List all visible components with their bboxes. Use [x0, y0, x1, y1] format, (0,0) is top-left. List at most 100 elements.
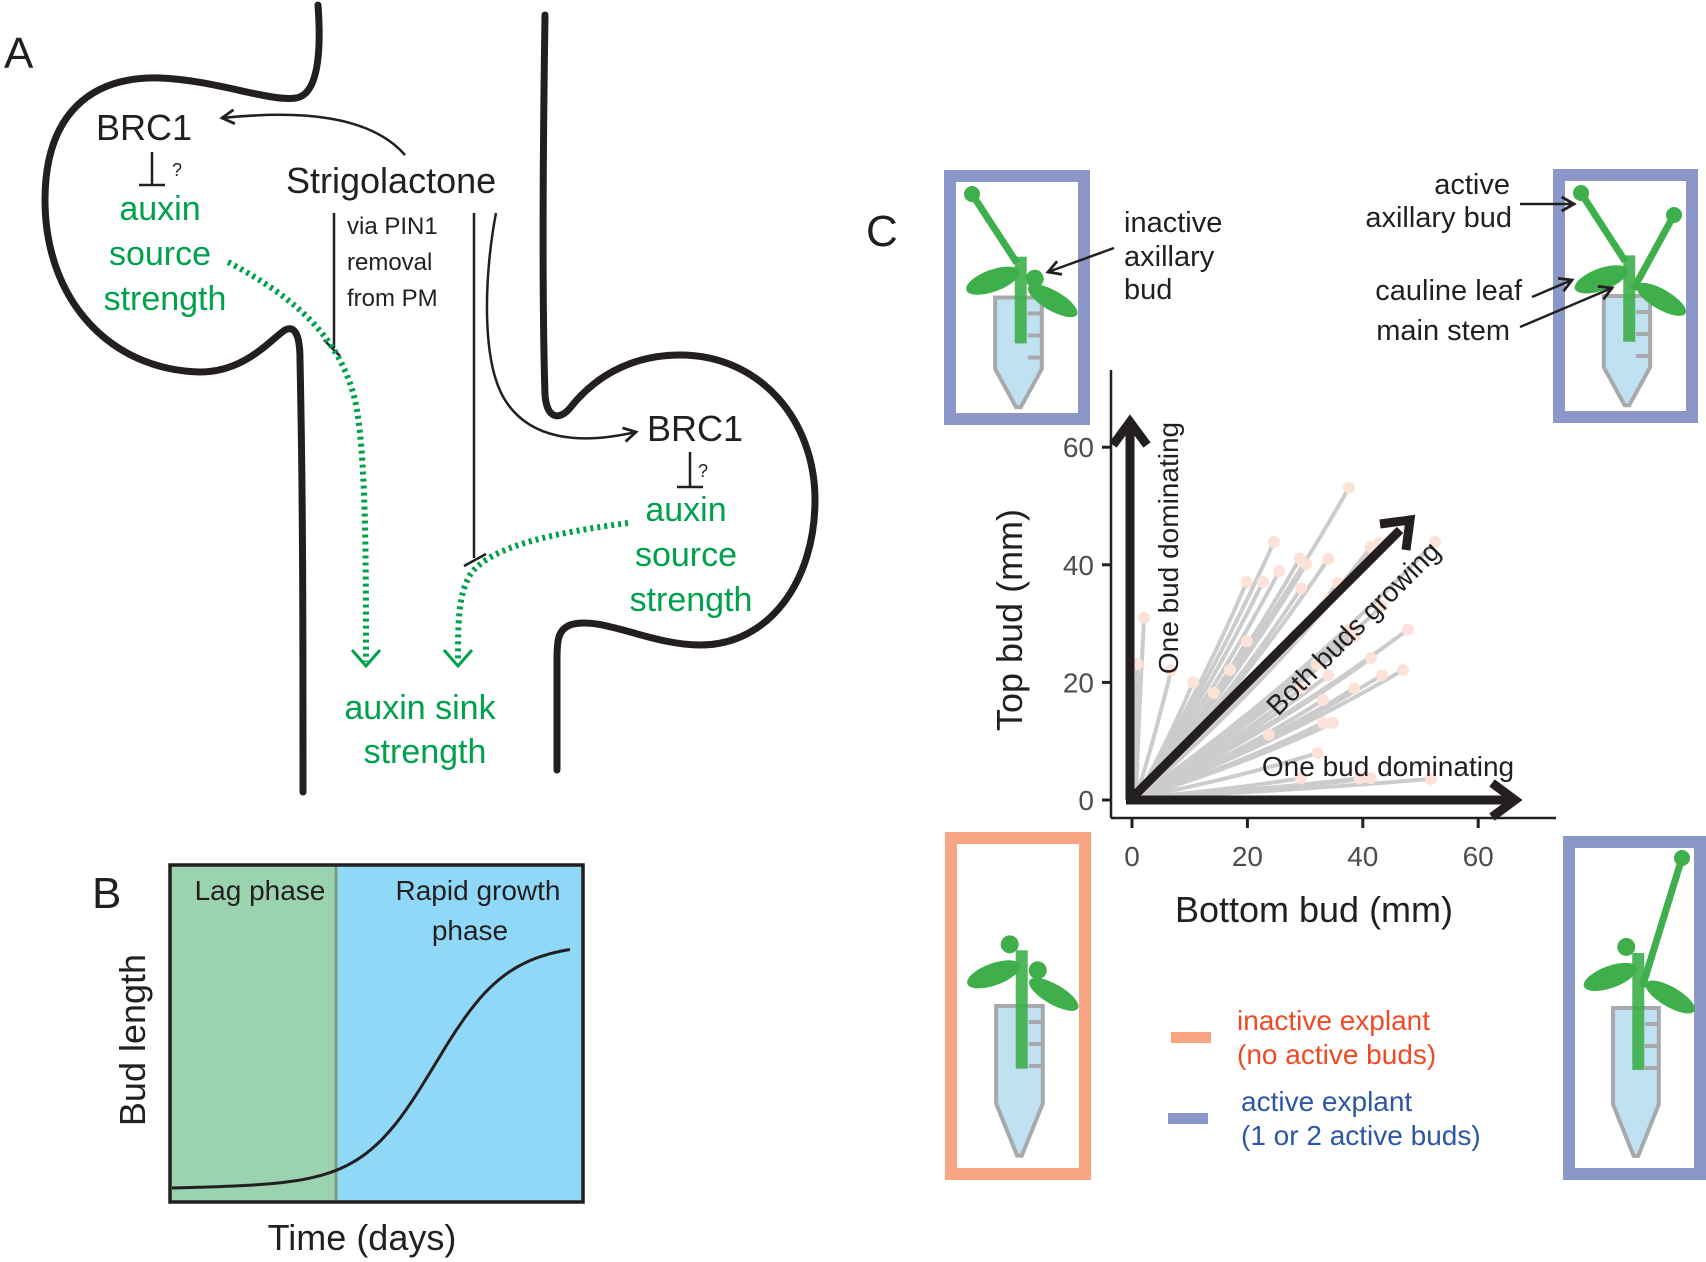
horizontal-arrow-label: One bud dominating — [1262, 751, 1514, 782]
trajectory-line — [1135, 733, 1270, 800]
main-stem-label: main stem — [1376, 315, 1510, 347]
cauline-leaf-pointer — [1531, 276, 1575, 299]
trajectory-line — [1134, 617, 1147, 799]
data-point — [1311, 746, 1324, 759]
pin1-inhibit-bar — [323, 339, 341, 357]
branch-icon — [969, 192, 1020, 265]
left-source-line-2: source — [109, 235, 211, 273]
x-tick-label: 40 — [1347, 841, 1378, 872]
data-point — [1267, 535, 1280, 548]
right-brc1: BRC1 — [647, 408, 743, 449]
horizontal-arrowhead — [1489, 779, 1523, 821]
data-point — [1348, 682, 1361, 695]
data-point — [1207, 686, 1220, 699]
legend: inactive explant (no active buds) active… — [1168, 1005, 1481, 1151]
left-auxin-flow-arrowhead — [350, 649, 382, 669]
trajectory-line — [1135, 751, 1319, 800]
rapid-phase-label-2: phase — [432, 915, 508, 946]
legend-swatch-inactive — [1171, 1032, 1211, 1043]
inactive-bud-icon — [1028, 961, 1047, 980]
data-point — [1273, 565, 1286, 578]
data-point — [1165, 664, 1178, 677]
panel-b: B Lag phase Rapid growth phase Bud lengt… — [92, 863, 585, 1258]
main-stem-icon — [1015, 950, 1028, 1069]
cauline-leaf-icon — [967, 960, 1021, 989]
strigolactone-to-left-brc1-arrow — [219, 108, 406, 156]
cauline-leaf-icon — [1583, 962, 1637, 992]
panel-label-a: A — [4, 29, 34, 78]
explant-top-left — [944, 170, 1090, 425]
right-inhibit-bar — [463, 552, 487, 568]
trajectory-line — [1135, 686, 1303, 800]
cauline-leaf-icon — [1027, 284, 1078, 318]
left-bud-outline — [41, 1, 323, 796]
panel-a: A BRC1 ? auxin source strength Strigolac… — [4, 1, 819, 796]
data-point — [1424, 772, 1437, 785]
pin1-note-line-2: removal — [347, 249, 432, 276]
data-point — [1310, 658, 1323, 671]
trajectory-line — [1135, 721, 1334, 800]
inactive-bud-icon — [1617, 937, 1636, 956]
data-point — [1316, 694, 1329, 707]
legend-active-line-2: (1 or 2 active buds) — [1241, 1120, 1481, 1151]
growth-curve — [171, 948, 571, 1190]
data-point — [1348, 629, 1361, 642]
left-auxin-flow-arrow — [226, 259, 369, 663]
data-point — [1397, 664, 1410, 677]
data-point — [1187, 676, 1200, 689]
active-bud-label-2: axillary bud — [1365, 202, 1512, 234]
legend-swatch-active — [1168, 1113, 1208, 1124]
bud-icon — [964, 186, 980, 202]
cauline-leaf-icon — [1636, 282, 1686, 316]
explant-bottom-left — [945, 832, 1091, 1180]
data-point — [1316, 716, 1329, 729]
data-point — [1138, 611, 1151, 624]
branch-icon — [1630, 213, 1678, 292]
data-point — [1295, 772, 1308, 785]
sink-line-1: auxin sink — [344, 689, 496, 727]
branch-icon — [1638, 856, 1686, 988]
bud-icon — [1573, 185, 1589, 201]
legend-active-line-1: active explant — [1241, 1086, 1412, 1117]
strigolactone-to-right-brc1-arrow — [485, 212, 639, 443]
right-source-line-1: auxin — [645, 491, 726, 529]
main-stem-icon — [1623, 255, 1636, 342]
pin1-note-line-3: from PM — [347, 285, 438, 312]
data-point — [1428, 535, 1441, 548]
explant-bottom-right — [1563, 836, 1706, 1180]
left-question-mark: ? — [172, 160, 182, 180]
data-point — [1364, 772, 1377, 785]
right-source-line-2: source — [635, 536, 737, 574]
cauline-leaf-icon — [1028, 977, 1079, 1011]
x-tick-label: 0 — [1124, 841, 1140, 872]
diagonal-arrowhead — [1379, 514, 1416, 551]
vertical-arrowhead — [1109, 414, 1151, 448]
data-point — [1322, 552, 1335, 565]
branch-icon — [1578, 191, 1629, 264]
bud-icon — [1666, 207, 1682, 223]
data-point — [1342, 481, 1355, 494]
sink-line-2: strength — [364, 733, 487, 771]
strigolactone-label: Strigolactone — [286, 160, 496, 201]
data-point — [1256, 575, 1269, 588]
y-tick-label: 60 — [1063, 432, 1094, 463]
left-source-line-3: strength — [104, 280, 227, 318]
panel-label-c: C — [866, 207, 898, 256]
bud-icon — [1674, 850, 1690, 866]
main-stem-icon — [1014, 256, 1027, 344]
right-auxin-flow-arrow — [455, 520, 629, 663]
pin1-note-line-1: via PIN1 — [347, 213, 438, 240]
data-point — [1364, 652, 1377, 665]
data-point — [1240, 635, 1253, 648]
inactive-bud-label-1: inactive — [1124, 207, 1222, 239]
active-bud-label-1: active — [1434, 169, 1510, 201]
inactive-bud-icon — [1000, 935, 1019, 954]
data-point — [1322, 669, 1335, 682]
data-point — [1375, 669, 1388, 682]
lag-phase-label: Lag phase — [195, 875, 326, 906]
main-stem-pointer — [1519, 284, 1615, 329]
y-tick-label: 20 — [1063, 667, 1094, 698]
data-point — [1224, 664, 1237, 677]
data-point — [1401, 623, 1414, 636]
